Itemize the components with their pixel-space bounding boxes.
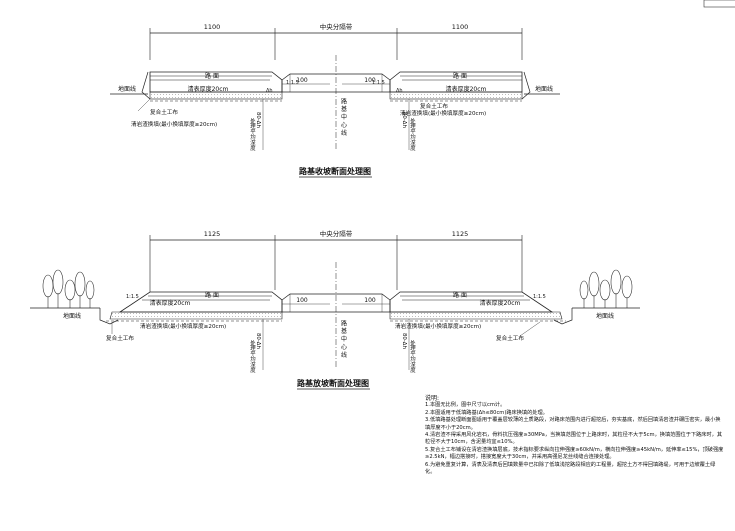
note-item-6: 6.为避免重复计算，清表及清表后回填数量中已扣除了低填浅挖路段相应的工程量，超挖… — [425, 461, 716, 476]
s1-title: 路基收坡断面处理图 — [299, 166, 371, 176]
s1-clear-right: 清表厚度20cm — [446, 85, 487, 93]
s1-h-left: 80-Δh — [255, 112, 261, 128]
s2-treat-right: 处理平均深度 — [409, 339, 416, 374]
notes-title: 说明: — [425, 395, 440, 402]
tree-group-left — [42, 269, 95, 308]
s1-center-label: 路 基 中 心 线 — [340, 97, 347, 136]
note-item-4: 4.清岩渣不得采用风化岩石，骨料抗压强度≥30MPa，当换填范围位于上路床时，其… — [425, 432, 723, 446]
s2-slope-left: 1:1.5 — [126, 294, 139, 300]
s2-title: 路基放坡断面处理图 — [297, 378, 369, 388]
s2-fill-left: 清岩渣换填(最小换填厚度≥20cm) — [140, 322, 226, 330]
s1-ground-right: 地面线 — [535, 85, 553, 93]
s1-dh-right: Δh — [396, 88, 403, 94]
s2-ground-left: 地面线 — [63, 312, 81, 320]
s2-dim-center: 中央分隔带 — [320, 229, 353, 238]
s1-slope-right: 1:1.5 — [372, 80, 385, 86]
section-2-diagram: 1125 中央分隔带 1125 地面线 地面线 — [30, 229, 640, 390]
title-block-corner — [703, 0, 735, 8]
s2-clear-left: 清表厚度20cm — [150, 299, 191, 307]
s2-dim-left: 1125 — [204, 230, 221, 238]
s2-clear-right: 清表厚度20cm — [480, 299, 521, 307]
s1-slope-left: 1:1.5 — [286, 80, 299, 86]
section-1-diagram: 1100 中央分隔带 1100 地面线 地面线 路 面 清表厚度20cm 1:1… — [110, 22, 560, 178]
s1-dim-left: 1100 — [204, 23, 221, 31]
s1-ground-left: 地面线 — [118, 85, 136, 93]
s1-dim-right: 1100 — [452, 23, 469, 31]
s1-geo-right: 复合土工布 — [420, 102, 448, 110]
s1-treat-right: 处理平均深度 — [409, 117, 416, 152]
s2-center-label: 路 基 中 心 线 — [340, 319, 347, 358]
note-item-5: 5.复合土工布铺设在清岩渣换填层底，技术指标要求纵向拉伸强度≥60kN/m，横向… — [425, 446, 724, 461]
s2-road-right: 路 面 — [453, 291, 467, 299]
s2-geo-left: 复合土工布 — [106, 334, 134, 342]
s2-slope-right: 1:1.5 — [533, 294, 546, 300]
notes-block: 说明: 1.本图无比例，图中尺寸以cm计。 2.本图适用于低填路基(Δh≤80c… — [425, 395, 725, 476]
note-item-3: 3.低填路基处理断面图适用于覆盖层较薄的土质路段，对路床范围内进行超挖后，夯实基… — [425, 417, 721, 431]
s1-geo-left: 复合土工布 — [150, 108, 178, 116]
s1-dim-100-left: 100 — [296, 77, 308, 84]
s1-dh-left: Δh — [266, 88, 273, 94]
s2-fill-right: 清岩渣换填(最小换填厚度≥20cm) — [395, 322, 481, 330]
s1-road-left: 路 面 — [205, 72, 219, 80]
s1-clear-left: 清表厚度20cm — [188, 85, 229, 93]
s2-ground-right: 地面线 — [596, 312, 614, 320]
tree-group-right — [579, 269, 633, 308]
s1-fill-left: 清岩渣换填(最小换填厚度≥20cm) — [131, 120, 217, 128]
s1-dim-center: 中央分隔带 — [320, 22, 353, 31]
s1-h-right: 80-Δh — [401, 112, 407, 128]
s1-dim-100-right: 100 — [364, 77, 376, 84]
s2-road-left: 路 面 — [205, 291, 219, 299]
s1-road-right: 路 面 — [453, 72, 467, 80]
s1-fill-right: 清岩渣换填(最小换填厚度≥20cm) — [400, 109, 486, 117]
s2-dim-100-left: 100 — [296, 297, 308, 304]
note-item-2: 2.本图适用于低填路基(Δh≤80cm)路床换填的处理。 — [425, 409, 548, 416]
s2-h-left: 80-Δh — [255, 333, 261, 349]
s2-treat-left: 处理平均深度 — [249, 339, 256, 374]
s2-dim-right: 1125 — [452, 230, 469, 238]
s2-dim-100-right: 100 — [364, 297, 376, 304]
s1-treat-left: 处理平均深度 — [249, 117, 256, 152]
s2-geo-right: 复合土工布 — [496, 334, 524, 342]
s2-h-right: 80-Δh — [401, 333, 407, 349]
note-item-1: 1.本图无比例，图中尺寸以cm计。 — [425, 402, 506, 409]
